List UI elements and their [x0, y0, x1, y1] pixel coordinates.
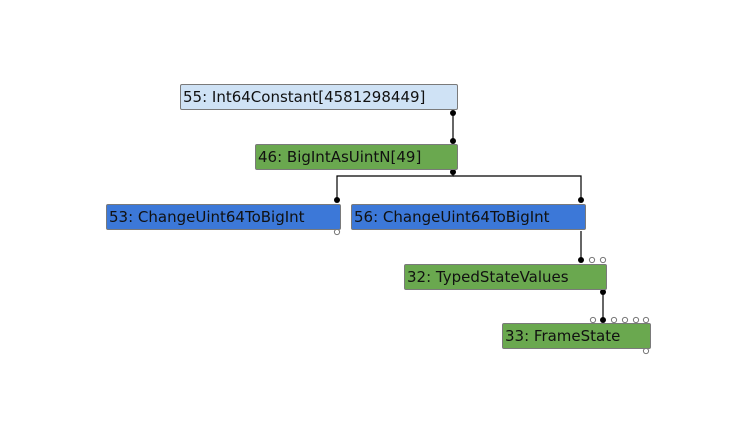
edge-port: [450, 110, 456, 116]
edge-46-56: [453, 175, 582, 202]
edge-port: [450, 138, 456, 144]
node-label: 32: TypedStateValues: [407, 268, 569, 286]
edge-port: [450, 169, 456, 175]
open-port: [599, 256, 607, 264]
edge-port: [578, 197, 584, 203]
node-33-framestate[interactable]: 33: FrameState: [502, 323, 651, 349]
open-port: [632, 316, 640, 324]
edge-port: [600, 317, 606, 323]
node-label: 53: ChangeUint64ToBigInt: [109, 208, 305, 226]
open-port: [642, 347, 650, 355]
open-port: [610, 316, 618, 324]
open-port: [642, 316, 650, 324]
node-label: 56: ChangeUint64ToBigInt: [354, 208, 550, 226]
open-port: [333, 228, 341, 236]
edge-port: [334, 197, 340, 203]
node-label: 33: FrameState: [505, 327, 621, 345]
node-55-int64constant[interactable]: 55: Int64Constant[4581298449]: [180, 84, 458, 110]
edge-port: [600, 289, 606, 295]
node-label: 46: BigIntAsUintN[49]: [258, 148, 422, 166]
edge-46-53: [336, 172, 454, 202]
node-46-bigintasuintn[interactable]: 46: BigIntAsUintN[49]: [255, 144, 458, 170]
node-53-changeuint64tobigint[interactable]: 53: ChangeUint64ToBigInt: [106, 204, 341, 230]
node-label: 55: Int64Constant[4581298449]: [183, 88, 426, 106]
open-port: [589, 316, 597, 324]
edge-port: [578, 257, 584, 263]
node-56-changeuint64tobigint[interactable]: 56: ChangeUint64ToBigInt: [351, 204, 586, 230]
open-port: [621, 316, 629, 324]
open-port: [588, 256, 596, 264]
node-32-typedstatevalues[interactable]: 32: TypedStateValues: [404, 264, 607, 290]
